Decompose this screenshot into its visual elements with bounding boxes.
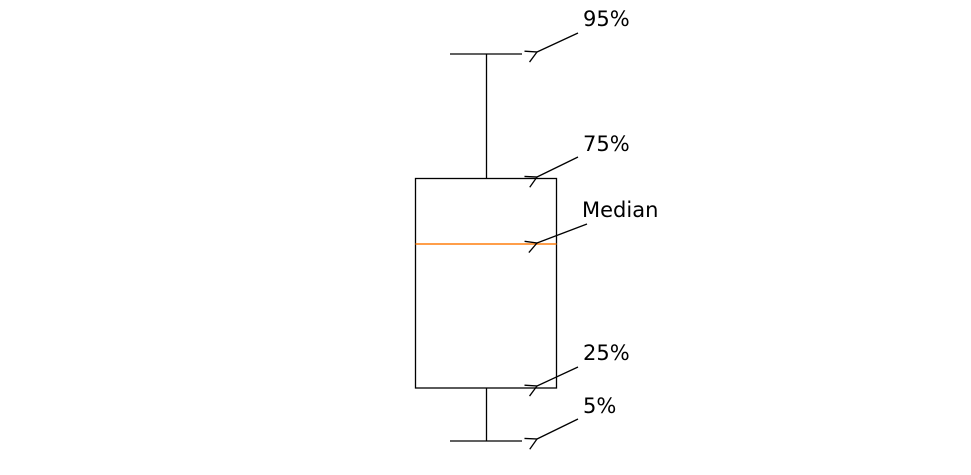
label-25: 25% [583,341,630,365]
arrow-5 [537,418,579,439]
arrow-95 [537,32,579,52]
label-5: 5% [583,394,616,418]
arrow-median [537,223,588,243]
label-75: 75% [583,132,630,156]
label-95: 95% [583,7,630,31]
arrow-25 [537,366,579,386]
arrow-75 [537,156,579,177]
label-median: Median [582,198,658,222]
interquartile-box [414,177,558,389]
